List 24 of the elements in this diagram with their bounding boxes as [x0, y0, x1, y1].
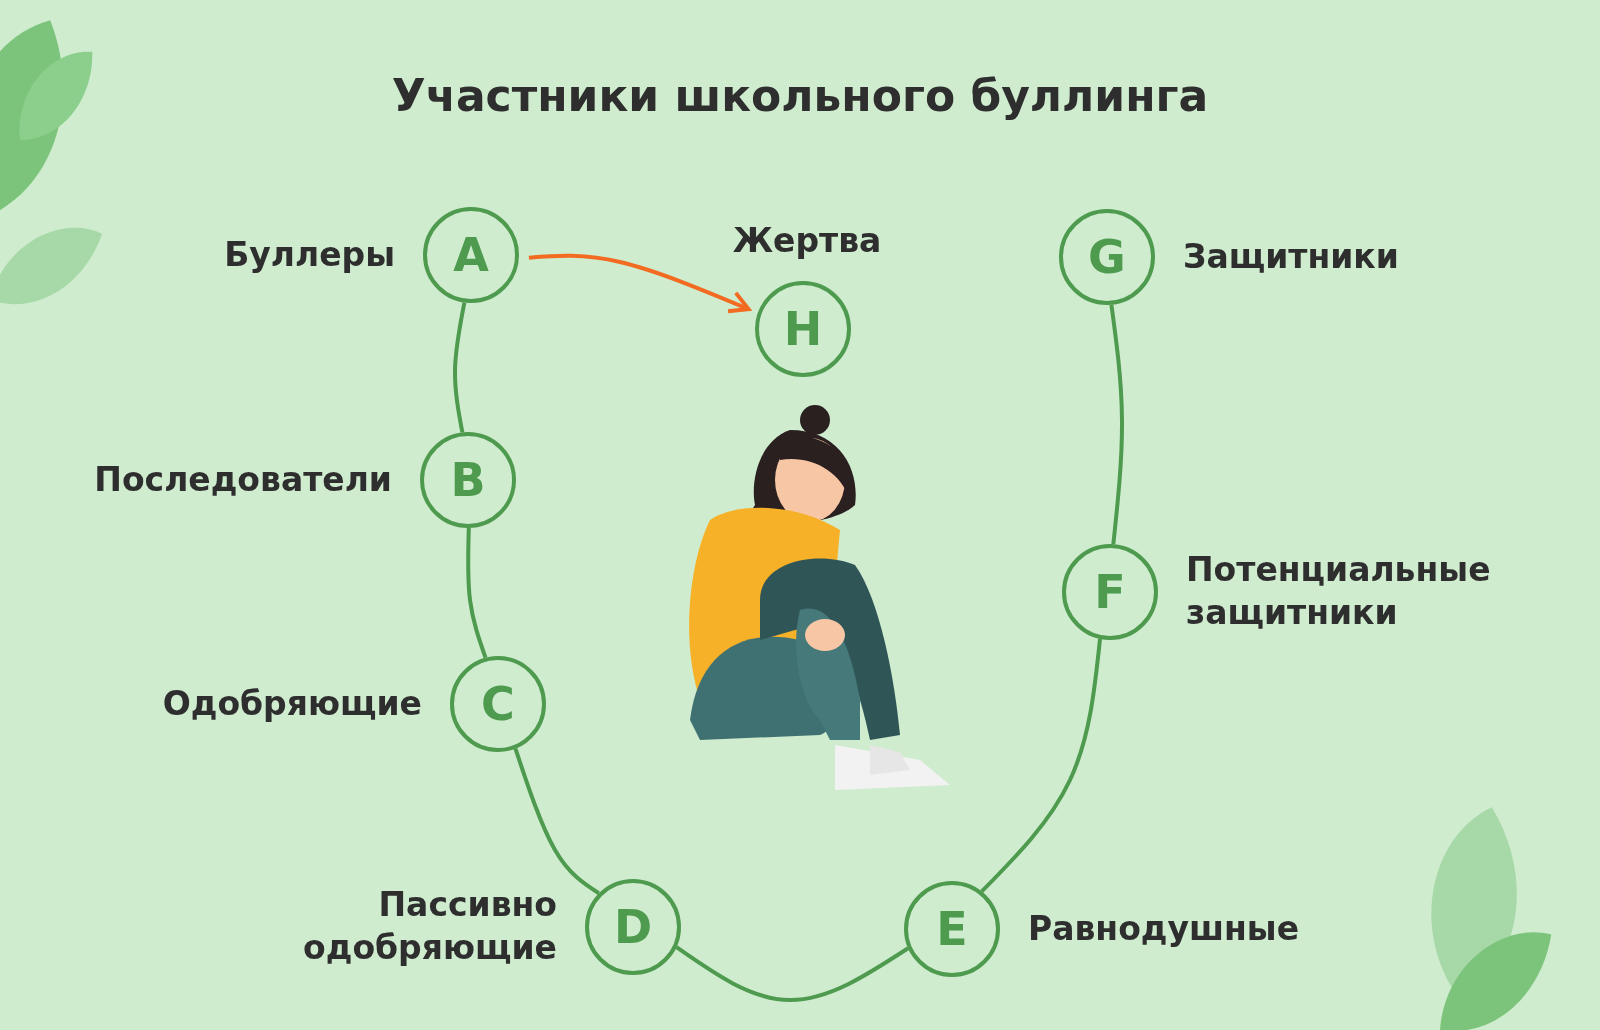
role-label: Защитники	[1183, 235, 1400, 278]
title: Участники школьного буллинга	[390, 70, 1210, 121]
role-label: Жертва	[731, 220, 883, 263]
role-label: Буллеры	[223, 233, 395, 276]
letter-label: E	[936, 906, 968, 952]
role-label: Одобряющие	[161, 682, 422, 725]
letter-label: H	[783, 306, 823, 352]
letter-label: G	[1088, 234, 1126, 280]
connector-line	[513, 748, 600, 895]
role-label: Потенциальные защитники	[1186, 549, 1492, 634]
connector-line	[1109, 304, 1124, 545]
letter-label: D	[613, 904, 653, 950]
connector-line	[466, 527, 488, 659]
letter-label: B	[450, 457, 486, 503]
role-label: Последователи	[93, 458, 392, 501]
role-label: Пассивно одобряющие	[302, 884, 557, 969]
letter-label: F	[1094, 569, 1126, 615]
letter-label: A	[453, 232, 489, 278]
connector-line	[453, 302, 467, 433]
arrow	[528, 253, 751, 314]
connector-line	[980, 638, 1102, 893]
letter-label: C	[481, 681, 515, 727]
role-label: Равнодушные	[1028, 907, 1301, 950]
connector-line	[675, 945, 910, 1002]
